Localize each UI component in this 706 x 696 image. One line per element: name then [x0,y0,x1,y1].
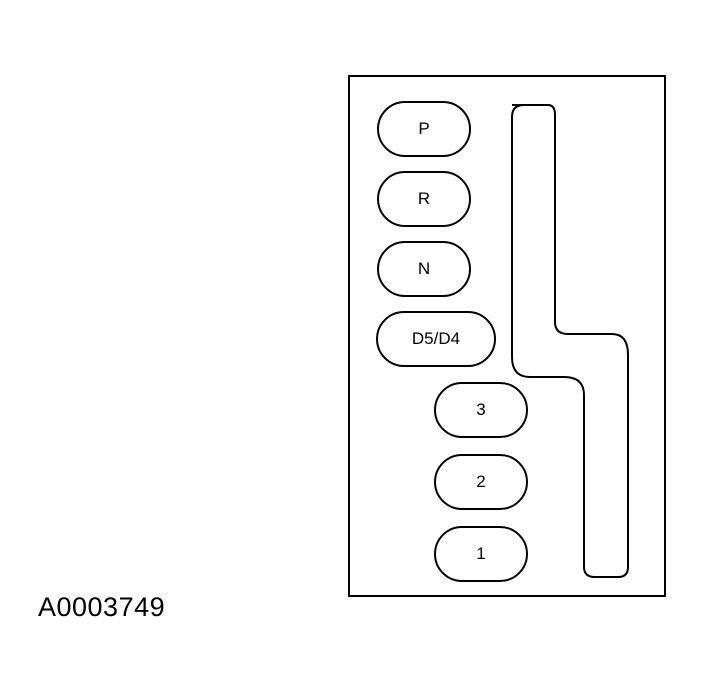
gear-label-2: 2 [476,472,486,491]
gear-label-r: R [417,189,431,208]
gear-position-p: P [377,101,471,157]
figure-id: A0003749 [38,592,166,622]
gear-position-1: 1 [434,526,528,582]
gear-label-3: 3 [476,400,486,419]
gear-label-p: P [418,119,430,138]
gear-position-2: 2 [434,454,528,510]
gear-position-n: N [377,241,471,297]
gear-label-1: 1 [476,544,486,563]
gear-position-d5-d4: D5/D4 [376,311,496,367]
shift-indicator-panel: P R N D5/D4 3 2 1 [348,75,666,597]
gear-position-3: 3 [434,382,528,438]
gear-position-r: R [377,171,471,227]
gear-label-n: N [417,259,431,278]
gear-label-d5-d4: D5/D4 [411,329,461,348]
shift-gate-slot [511,104,629,578]
